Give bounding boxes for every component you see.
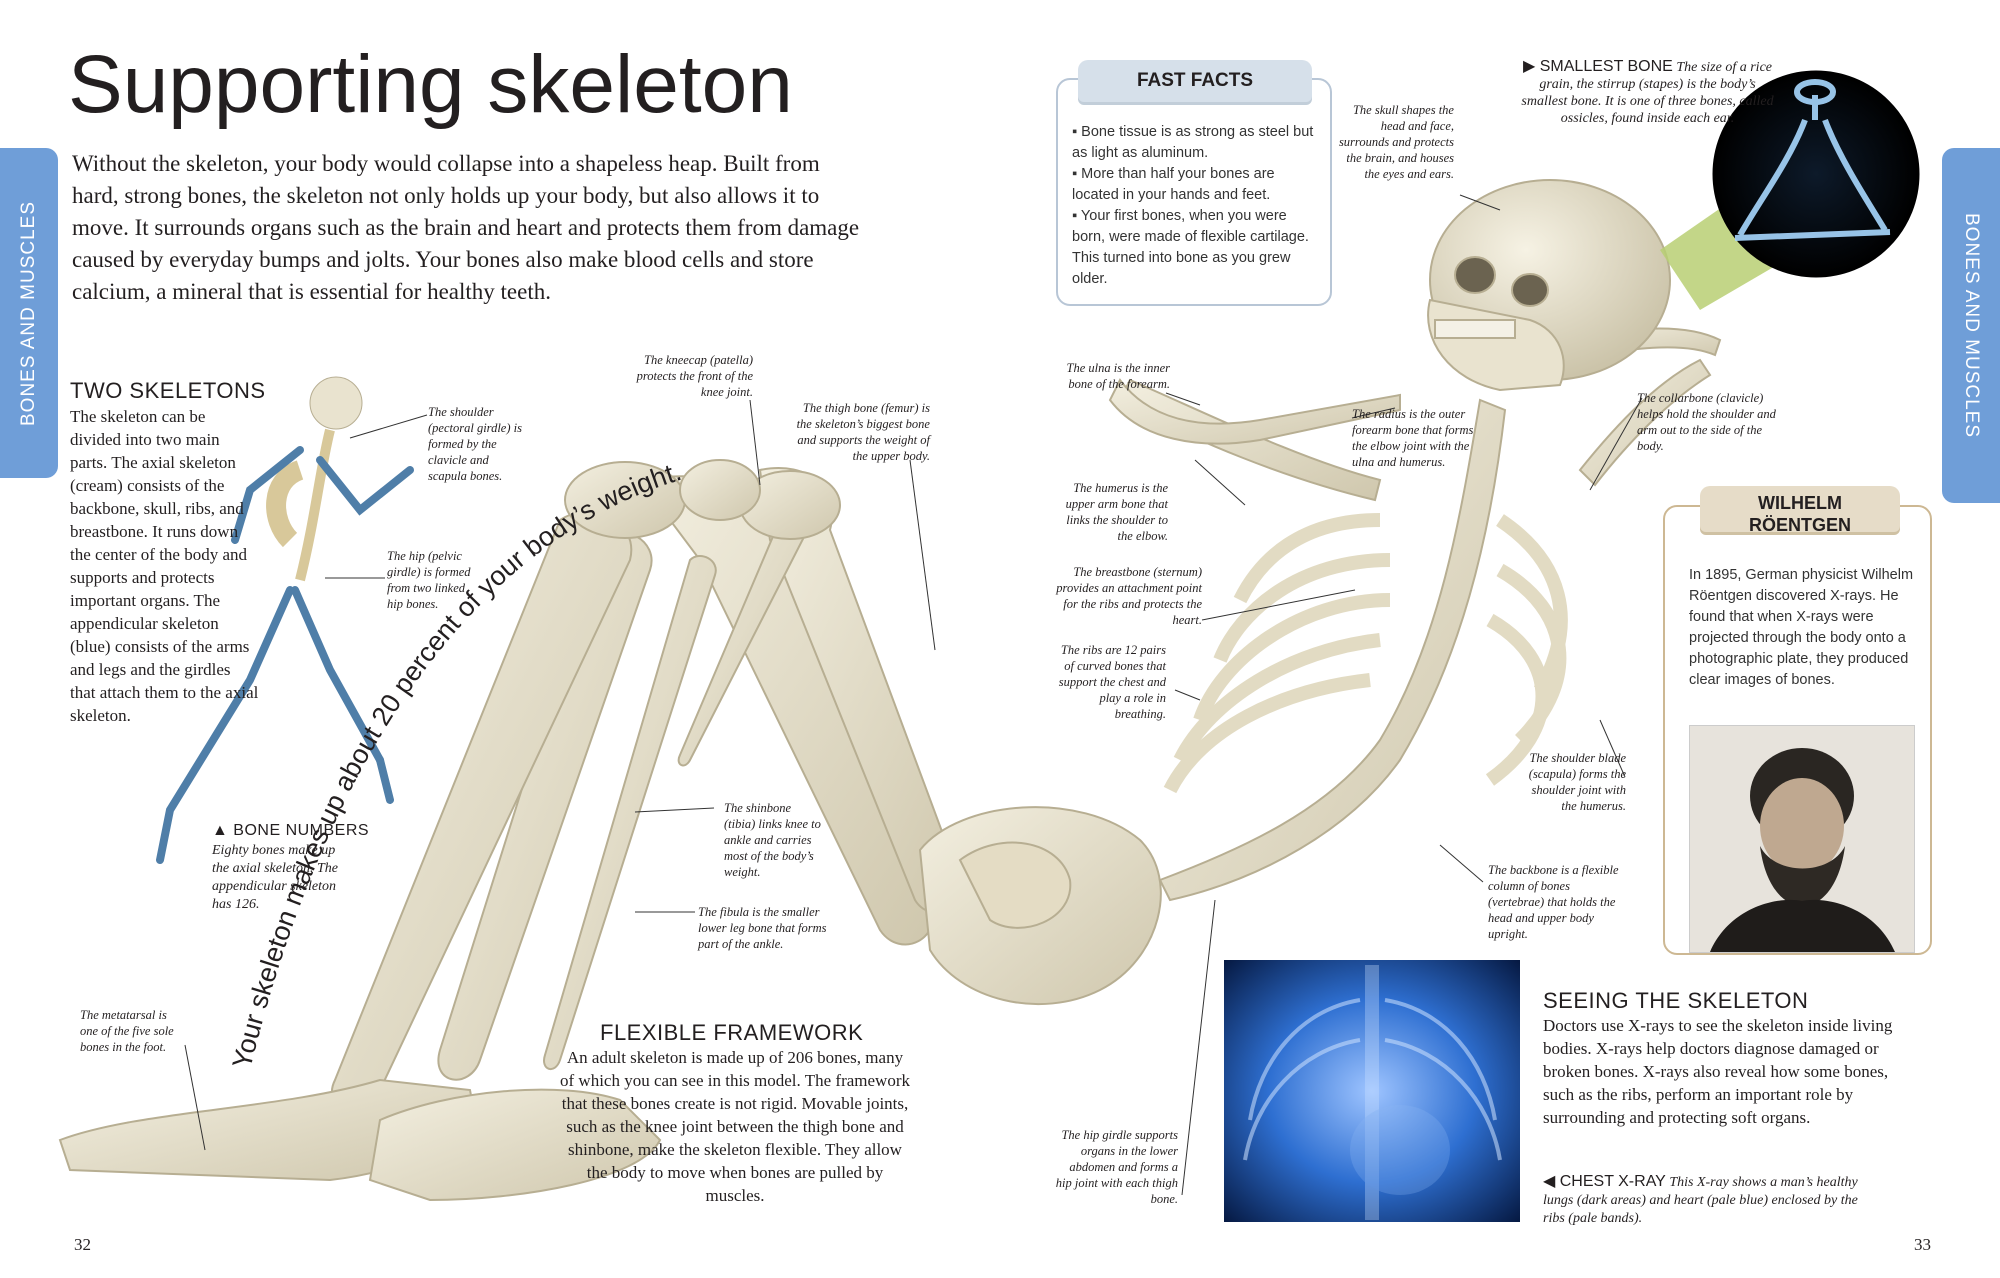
caption-ulna: The ulna is the inner bone of the forear… [1066, 361, 1170, 391]
wilhelm-roentgen-body: In 1895, German physicist Wilhelm Röentg… [1689, 567, 1914, 688]
smallest-bone-heading: ▶ SMALLEST BONE [1523, 58, 1673, 75]
skeleton-weight-arc-text: Your skeleton makes up about 20 percent … [227, 456, 685, 1071]
caption-radius: The radius is the outer forearm bone tha… [1352, 407, 1474, 469]
chest-xray-heading: ◀ CHEST X-RAY [1543, 1173, 1666, 1190]
two-skeletons-body: The skeleton can be divided into two mai… [70, 407, 259, 725]
smallest-bone-body: The size of a rice grain, the stirrup (s… [1521, 60, 1774, 126]
section-tab-label: BONES AND MUSCLES [1961, 213, 1982, 438]
caption-femur: The thigh bone (femur) is the skeleton’s… [796, 401, 930, 463]
caption-kneecap: The kneecap (patella) protects the front… [636, 353, 753, 399]
svg-text:Your skeleton makes up about 2: Your skeleton makes up about 20 percent … [227, 456, 685, 1071]
caption-metatarsal: The metatarsal is one of the five sole b… [80, 1008, 174, 1054]
caption-sternum: The breastbone (sternum) provides an att… [1056, 565, 1202, 627]
page-number-right: 33 [1914, 1235, 1931, 1254]
fast-fact-item: ▪ Bone tissue is as strong as steel but … [1072, 124, 1314, 161]
wilhelm-roentgen-heading: WILHELM RÖENTGEN [1700, 486, 1900, 535]
flexible-framework-body: An adult skeleton is made up of 206 bone… [560, 1048, 910, 1205]
caption-shoulder-girdle: The shoulder (pectoral girdle) is formed… [428, 405, 522, 483]
section-tab-right: BONES AND MUSCLES [1942, 148, 2000, 503]
fast-facts-heading: FAST FACTS [1078, 60, 1312, 102]
caption-scapula: The shoulder blade (scapula) forms the s… [1528, 751, 1626, 813]
bone-numbers-heading: ▲ BONE NUMBERS [212, 822, 370, 839]
chest-xray-caption: ◀ CHEST X-RAY This X-ray shows a man’s h… [1543, 1173, 1883, 1228]
page-title: Supporting skeleton [68, 39, 793, 130]
wilhelm-roentgen-portrait [1689, 725, 1915, 953]
seeing-skeleton-heading: SEEING THE SKELETON [1543, 988, 1809, 1013]
two-skeletons-heading: TWO SKELETONS [70, 378, 266, 403]
wilhelm-roentgen-box: In 1895, German physicist Wilhelm Röentg… [1663, 505, 1932, 955]
intro-paragraph: Without the skeleton, your body would co… [72, 151, 860, 304]
caption-backbone: The backbone is a flexible column of bon… [1488, 863, 1619, 941]
fast-facts-list: ▪ Bone tissue is as strong as steel but … [1072, 122, 1320, 290]
caption-humerus: The humerus is the upper arm bone that l… [1065, 481, 1168, 543]
bone-numbers-body: Eighty bones make up the axial skeleton.… [212, 843, 338, 912]
flexible-framework-heading: FLEXIBLE FRAMEWORK [600, 1020, 864, 1045]
fast-facts-box: ▪ Bone tissue is as strong as steel but … [1056, 78, 1332, 306]
caption-clavicle: The collarbone (clavicle) helps hold the… [1637, 391, 1776, 453]
two-skeletons-figure [156, 376, 414, 864]
smallest-bone-caption: ▶ SMALLEST BONE The size of a rice grain… [1520, 58, 1775, 127]
page-number-left: 32 [74, 1235, 91, 1254]
fast-fact-item: ▪ More than half your bones are located … [1072, 166, 1275, 203]
caption-hip-girdle-main: The hip girdle supports organs in the lo… [1055, 1128, 1178, 1206]
fast-fact-item: ▪ Your first bones, when you were born, … [1072, 208, 1309, 287]
caption-hip-girdle: The hip (pelvic girdle) is formed from t… [387, 549, 471, 611]
chest-xray-body: This X-ray shows a man’s healthy lungs (… [1543, 1175, 1858, 1226]
caption-fibula: The fibula is the smaller lower leg bone… [698, 905, 827, 951]
seeing-skeleton-body: Doctors use X-rays to see the skeleton i… [1543, 1016, 1893, 1127]
section-tab-left: BONES AND MUSCLES [0, 148, 58, 478]
caption-skull: The skull shapes the head and face, surr… [1338, 103, 1454, 181]
caption-ribs: The ribs are 12 pairs of curved bones th… [1058, 643, 1166, 721]
caption-shinbone: The shinbone (tibia) links knee to ankle… [724, 801, 821, 879]
